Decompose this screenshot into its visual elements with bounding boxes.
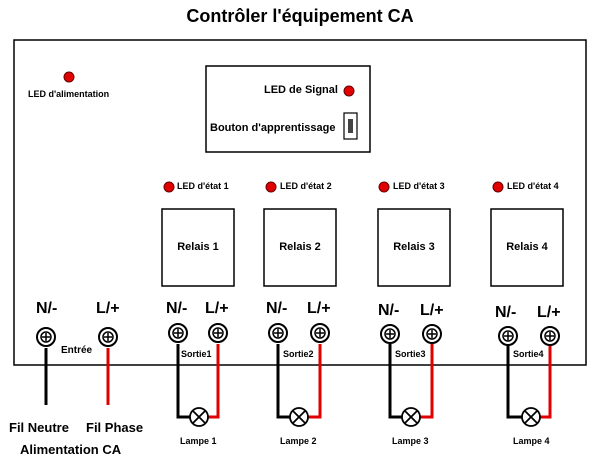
out1-live-label: L/+ <box>205 300 229 317</box>
lamp-1-label: Lampe 1 <box>180 436 217 446</box>
diagram-title: Contrôler l'équipement CA <box>186 6 414 26</box>
output-1-label: Sortie1 <box>181 349 212 359</box>
signal-module <box>205 65 371 153</box>
lamp-3-icon <box>401 407 421 427</box>
out2-neutral-terminal <box>268 323 288 343</box>
output-3-label: Sortie3 <box>395 349 426 359</box>
lamp-2-icon <box>289 407 309 427</box>
power-led-label: LED d'alimentation <box>28 89 110 99</box>
lamp-3-circuit <box>388 344 434 419</box>
input-live-terminal <box>98 327 118 347</box>
out2-live-terminal <box>310 323 330 343</box>
input-label: Entrée <box>61 345 93 356</box>
power-led <box>63 71 75 83</box>
lamp-2-label: Lampe 2 <box>280 436 317 446</box>
lamp-3-label: Lampe 3 <box>392 436 429 446</box>
relay-4-label: Relais 4 <box>506 241 548 253</box>
output-2-label: Sortie2 <box>283 349 314 359</box>
lamp-1-circuit <box>176 344 220 419</box>
out2-live-label: L/+ <box>307 300 331 317</box>
out3-neutral-label: N/- <box>378 302 400 319</box>
lamp-4-label: Lampe 4 <box>513 436 550 446</box>
status-led-3-label: LED d'état 3 <box>393 181 445 191</box>
status-led-1-label: LED d'état 1 <box>177 181 229 191</box>
power-supply-label: Alimentation CA <box>20 442 122 457</box>
out3-live-label: L/+ <box>420 302 444 319</box>
relay-2-label: Relais 2 <box>279 241 321 253</box>
signal-led-label: LED de Signal <box>264 84 338 96</box>
out4-neutral-terminal <box>498 326 518 346</box>
relay-4-box <box>490 208 564 287</box>
status-led-1 <box>163 181 175 193</box>
relay-3-box <box>377 208 451 287</box>
output-4-label: Sortie4 <box>513 349 544 359</box>
lamp-4-icon <box>521 407 541 427</box>
lamp-4-circuit <box>506 344 552 419</box>
out1-live-terminal <box>208 323 228 343</box>
out3-live-terminal <box>422 324 442 344</box>
lamp-2-circuit <box>276 344 322 419</box>
input-live-label: L/+ <box>96 300 120 317</box>
out2-neutral-label: N/- <box>266 300 288 317</box>
signal-led <box>343 85 355 97</box>
out3-neutral-terminal <box>380 324 400 344</box>
out4-live-label: L/+ <box>537 304 561 321</box>
learn-button[interactable] <box>343 112 358 140</box>
relay-1-box <box>161 208 235 287</box>
neutral-wire-label: Fil Neutre <box>9 420 69 435</box>
status-led-3 <box>378 181 390 193</box>
status-led-4 <box>492 181 504 193</box>
relay-1-label: Relais 1 <box>177 241 219 253</box>
relay-2-box <box>263 208 337 287</box>
input-neutral-terminal <box>36 327 56 347</box>
lamp-1-icon <box>189 407 209 427</box>
status-led-4-label: LED d'état 4 <box>507 181 559 191</box>
relay-3-label: Relais 3 <box>393 241 435 253</box>
input-neutral-label: N/- <box>36 300 58 317</box>
phase-wire-label: Fil Phase <box>86 420 144 435</box>
status-led-2 <box>265 181 277 193</box>
out1-neutral-terminal <box>168 323 188 343</box>
out1-neutral-label: N/- <box>166 300 188 317</box>
out4-neutral-label: N/- <box>495 304 517 321</box>
learn-button-label: Bouton d'apprentissage <box>210 122 336 134</box>
status-led-2-label: LED d'état 2 <box>280 181 332 191</box>
out4-live-terminal <box>540 326 560 346</box>
